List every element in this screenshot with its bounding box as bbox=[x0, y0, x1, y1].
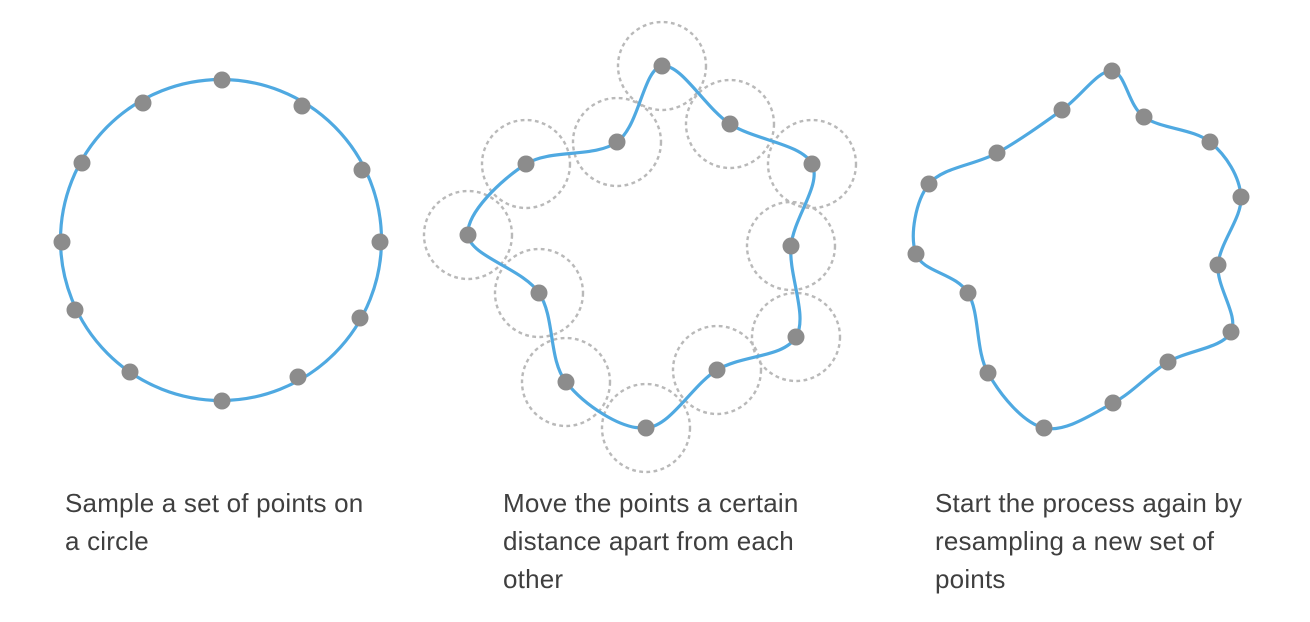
spacing-ring bbox=[600, 382, 692, 474]
sample-point bbox=[293, 97, 311, 115]
spacing-ring bbox=[616, 20, 708, 112]
sample-point bbox=[1232, 188, 1250, 206]
sample-point bbox=[1135, 108, 1153, 126]
sample-point bbox=[1104, 394, 1122, 412]
sample-point bbox=[134, 94, 152, 112]
sample-point bbox=[73, 154, 91, 172]
sample-point bbox=[213, 392, 231, 410]
spacing-ring bbox=[520, 336, 612, 428]
sample-point bbox=[637, 419, 655, 437]
sample-point bbox=[1201, 133, 1219, 151]
sample-point bbox=[1103, 62, 1121, 80]
sample-point bbox=[787, 328, 805, 346]
spacing-ring bbox=[480, 118, 572, 210]
spacing-ring bbox=[671, 324, 763, 416]
sample-point bbox=[530, 284, 548, 302]
sample-point bbox=[517, 155, 535, 173]
sample-point bbox=[979, 364, 997, 382]
spacing-ring bbox=[745, 200, 837, 292]
sample-point bbox=[988, 144, 1006, 162]
sample-point bbox=[920, 175, 938, 193]
sample-point bbox=[907, 245, 925, 263]
sample-point bbox=[121, 363, 139, 381]
caption-move-points: Move the points a certain distance apart… bbox=[503, 488, 799, 594]
sample-point bbox=[371, 233, 389, 251]
sample-point bbox=[289, 368, 307, 386]
caption-sample-circle: Sample a set of points on a circle bbox=[65, 488, 364, 556]
sample-point bbox=[1222, 323, 1240, 341]
sample-point bbox=[353, 161, 371, 179]
sample-point bbox=[557, 373, 575, 391]
blob-curve bbox=[466, 64, 816, 430]
panel-move-points bbox=[422, 20, 858, 474]
sample-point bbox=[608, 133, 626, 151]
sample-point bbox=[721, 115, 739, 133]
sample-point bbox=[1053, 101, 1071, 119]
base-circle bbox=[58, 77, 384, 403]
panel-sample-circle bbox=[53, 71, 389, 410]
sample-point bbox=[959, 284, 977, 302]
sample-point bbox=[213, 71, 231, 89]
caption-resample: Start the process again by resampling a … bbox=[935, 488, 1243, 594]
panel-resample bbox=[907, 62, 1250, 437]
sample-point bbox=[1035, 419, 1053, 437]
spacing-ring bbox=[422, 189, 514, 281]
sample-point bbox=[782, 237, 800, 255]
spacing-ring bbox=[571, 96, 663, 188]
spacing-ring bbox=[684, 78, 776, 170]
sample-point bbox=[459, 226, 477, 244]
spacing-ring bbox=[493, 247, 585, 339]
blob-curve bbox=[911, 69, 1243, 431]
sample-point bbox=[653, 57, 671, 75]
sample-point bbox=[803, 155, 821, 173]
sample-point bbox=[66, 301, 84, 319]
sample-point bbox=[53, 233, 71, 251]
spacing-ring bbox=[750, 291, 842, 383]
sample-point bbox=[1159, 353, 1177, 371]
spacing-ring bbox=[766, 118, 858, 210]
sample-point bbox=[708, 361, 726, 379]
sample-point bbox=[351, 309, 369, 327]
sample-point bbox=[1209, 256, 1227, 274]
